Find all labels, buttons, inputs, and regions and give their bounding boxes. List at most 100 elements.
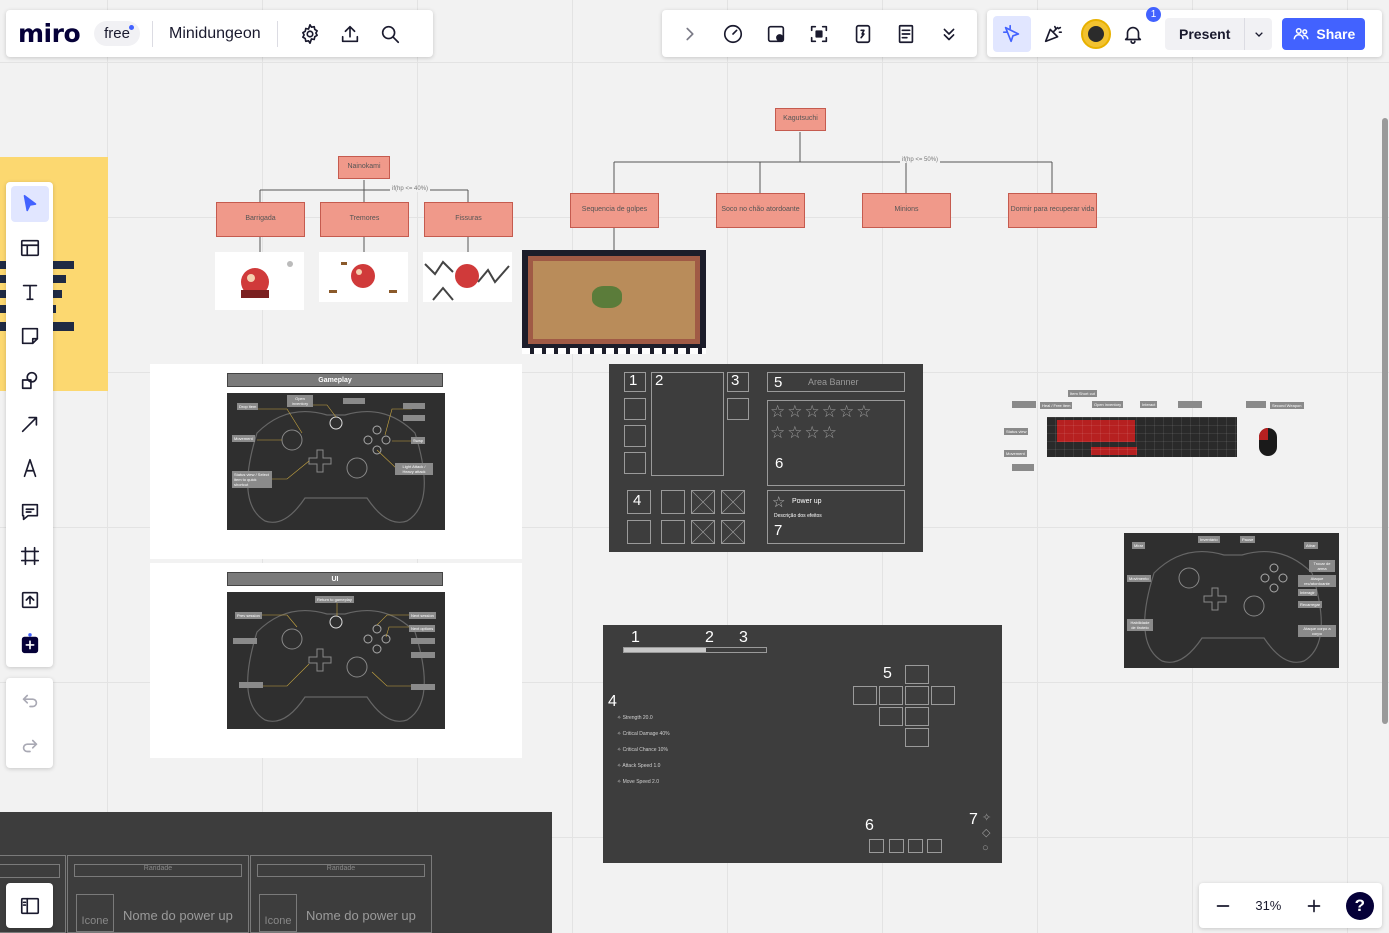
avatar-face xyxy=(1088,25,1104,42)
tree-node-child[interactable]: Minions xyxy=(862,193,951,228)
control-tag: Interagir xyxy=(1298,589,1317,596)
notification-count: 1 xyxy=(1146,6,1161,22)
divider xyxy=(151,20,153,47)
key-tag: Interact xyxy=(1140,401,1158,408)
avatar[interactable] xyxy=(1081,18,1111,49)
sprite-thumbnail[interactable] xyxy=(215,252,304,310)
controller-title: UI xyxy=(227,572,443,586)
bell-icon[interactable]: 1 xyxy=(1111,6,1161,52)
text-icon[interactable] xyxy=(11,274,49,310)
control-tag: Open inventory xyxy=(287,395,313,407)
hud-number: 7 xyxy=(969,811,978,828)
controller-diagram: Drop item Open inventory Movement Status… xyxy=(227,393,445,530)
tree-node-kagutsuchi[interactable]: Kagutsuchi xyxy=(775,108,826,131)
stat-entry: ✧ Strength 20.0 xyxy=(617,715,653,721)
key-tag-blank xyxy=(1246,401,1266,408)
tree-node-child[interactable]: Tremores xyxy=(320,202,409,237)
powerup-icon-placeholder: Icone xyxy=(259,894,297,932)
arrow-icon[interactable] xyxy=(11,406,49,442)
card-icon[interactable] xyxy=(758,16,794,52)
tree-node-child[interactable]: Fissuras xyxy=(424,202,513,237)
control-tag-blank xyxy=(239,682,263,688)
table-icon[interactable] xyxy=(11,230,49,266)
gear-icon[interactable] xyxy=(290,16,330,52)
board-name[interactable]: Minidungeon xyxy=(168,24,261,42)
control-tag: Ataque corpo a corpo xyxy=(1298,625,1336,637)
cursor-pointer-icon[interactable] xyxy=(993,15,1031,52)
hud-number: 2 xyxy=(655,372,664,389)
search-icon[interactable] xyxy=(370,16,410,52)
minus-icon[interactable] xyxy=(1207,890,1239,922)
controller-card-ui[interactable]: UI Return to gameplay Prev session Next … xyxy=(150,563,522,758)
hud-number: 5 xyxy=(774,374,783,391)
control-tag: Return to gameplay xyxy=(315,596,354,603)
comment-icon[interactable] xyxy=(11,494,49,530)
powerup-cards-board[interactable]: Raridade Icone Nome do power up Raridade… xyxy=(0,812,552,933)
add-app-icon[interactable] xyxy=(11,626,49,662)
star-icon: ☆ xyxy=(772,494,786,511)
keyboard-map[interactable]: Item Short cut Heal / Free item Open inv… xyxy=(1004,390,1314,475)
timer-icon[interactable] xyxy=(715,16,751,52)
control-tag-blank xyxy=(411,684,435,690)
plus-icon[interactable] xyxy=(1298,890,1330,922)
undo-icon[interactable] xyxy=(12,683,48,719)
sprite-thumbnail[interactable] xyxy=(423,252,512,302)
zoom-level[interactable]: 31% xyxy=(1255,898,1282,913)
key-tag-blank xyxy=(1178,401,1202,408)
sidebar-icon[interactable] xyxy=(12,888,48,924)
pen-icon[interactable] xyxy=(11,450,49,486)
tree-node-nainokami[interactable]: Nainokami xyxy=(338,156,390,179)
tree-node-child[interactable]: Dormir para recuperar vida xyxy=(1008,193,1097,228)
select-arrow-icon[interactable] xyxy=(10,186,49,222)
focus-icon[interactable] xyxy=(801,16,837,52)
tree-node-child[interactable]: Sequencia de golpes xyxy=(570,193,659,228)
control-tag: Inventário xyxy=(1198,536,1220,543)
vertical-scrollbar[interactable] xyxy=(1382,118,1388,724)
sticky-note-icon[interactable] xyxy=(11,318,49,354)
voting-icon[interactable] xyxy=(845,16,881,52)
key-tag: Open inventory xyxy=(1092,401,1124,408)
double-chevron-down-icon[interactable] xyxy=(931,16,967,52)
frame-icon[interactable] xyxy=(11,538,49,574)
present-button[interactable]: Present xyxy=(1165,17,1245,50)
stat-entry: ✧ Move Speed 2.0 xyxy=(617,779,660,785)
board-header: miro free Minidungeon xyxy=(6,10,433,57)
share-button[interactable]: Share xyxy=(1282,17,1366,50)
hud-number: 2 xyxy=(705,629,714,646)
control-tag: Atirar xyxy=(1304,542,1318,549)
tree-node-child[interactable]: Soco no chão atordoante xyxy=(716,193,805,228)
collaboration-toolbar xyxy=(662,10,977,57)
sprite-thumbnail[interactable] xyxy=(319,252,408,302)
notes-icon[interactable] xyxy=(888,16,924,52)
game-screenshot[interactable] xyxy=(522,250,706,354)
control-tag: Next session xyxy=(409,612,436,619)
chevron-right-icon[interactable] xyxy=(672,16,708,52)
powerup-card: Raridade Icone Nome do power up xyxy=(250,855,432,933)
hud-number: 1 xyxy=(631,629,640,646)
creation-toolbar xyxy=(6,182,53,667)
hud-number: 3 xyxy=(739,629,748,646)
hud-number: 5 xyxy=(883,665,892,682)
hud-inventory-board[interactable]: 1 2 3 5 Area Banner ☆☆☆☆☆☆ ☆☆☆☆ 6 4 ☆ Po… xyxy=(609,364,923,552)
rarity-header: Raridade xyxy=(257,864,425,877)
powerup-icon-placeholder: Icone xyxy=(76,894,114,932)
plan-badge[interactable]: free xyxy=(94,21,140,46)
control-tag: Recarregar xyxy=(1298,601,1323,608)
controller-card-gameplay[interactable]: Gameplay Drop item Open inventory Moveme… xyxy=(150,364,522,559)
tree-condition: if(hp <= 50%) xyxy=(900,157,941,163)
redo-icon[interactable] xyxy=(12,728,48,764)
tree-condition: if(hp <= 40%) xyxy=(390,186,431,192)
upload-icon[interactable] xyxy=(330,16,370,52)
hud-stats-board[interactable]: 1 2 3 4 ✧ Strength 20.0 ✧ Critical Damag… xyxy=(603,625,1002,863)
help-icon[interactable]: ? xyxy=(1345,891,1374,920)
upload-icon[interactable] xyxy=(11,582,49,618)
tree-node-child[interactable]: Barrigada xyxy=(216,202,305,237)
controller-diagram-pt[interactable]: Mirar Inventário Pause Atirar Movimento … xyxy=(1124,533,1339,668)
stat-entry: ✧ Critical Chance 10% xyxy=(617,747,668,753)
powerup-name: Nome do power up xyxy=(306,908,416,923)
celebration-icon[interactable] xyxy=(1031,16,1075,52)
shapes-icon[interactable] xyxy=(11,362,49,398)
miro-logo[interactable]: miro xyxy=(18,19,81,48)
chevron-down-icon[interactable] xyxy=(1244,17,1273,50)
control-tag-blank xyxy=(403,403,425,409)
